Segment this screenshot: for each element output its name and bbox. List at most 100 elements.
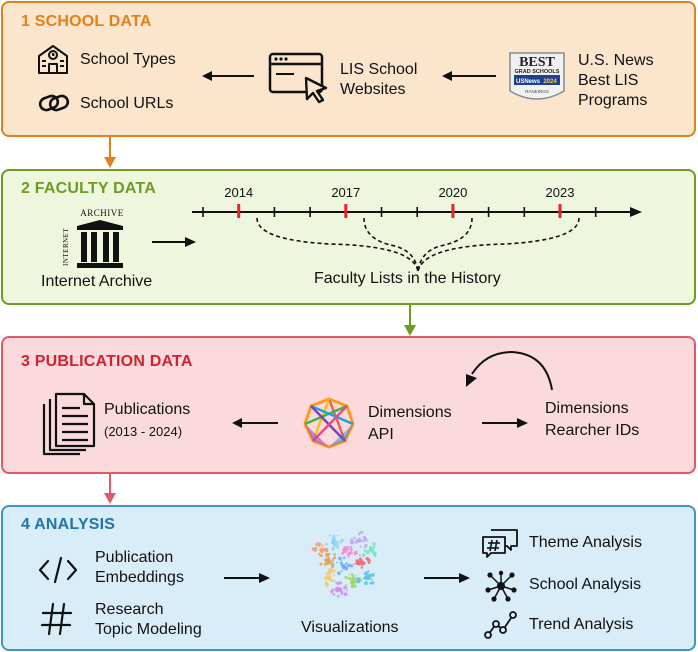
- scatter-point: [331, 547, 335, 551]
- scatter-point: [326, 550, 329, 552]
- scatter-point: [373, 553, 377, 558]
- scatter-point: [325, 557, 329, 562]
- embeddings-line1: Publication: [95, 549, 174, 566]
- arrow-dimensions-to-ids: [482, 418, 528, 428]
- scatter-point: [335, 588, 340, 593]
- scatter-point: [353, 563, 356, 565]
- dimensions-api-line1: Dimensions: [368, 404, 452, 421]
- publication-data-panel: 3 PUBLICATION DATA: [1, 336, 696, 474]
- scatter-point: [350, 541, 355, 545]
- scatter-point: [368, 573, 372, 578]
- scatter-point: [336, 581, 340, 585]
- scatter-point: [330, 589, 334, 594]
- archive-logo-top-text: ARCHIVE: [80, 208, 124, 218]
- lis-websites-line2: Websites: [340, 81, 406, 98]
- scatter-point: [358, 531, 362, 535]
- scatter-point: [328, 560, 333, 565]
- timeline-arrowhead: [630, 207, 642, 217]
- scatter-point: [320, 555, 323, 558]
- badge-rankings-text: RANKINGS: [525, 89, 549, 94]
- scatter-point: [324, 577, 328, 581]
- link-icon: [38, 94, 70, 112]
- researcher-ids-line1: Dimensions: [545, 400, 629, 417]
- scatter-point: [336, 534, 339, 537]
- scatter-point: [334, 542, 336, 544]
- publications-range: (2013 - 2024): [104, 424, 183, 439]
- scatter-point: [363, 545, 367, 549]
- internet-archive-icon: ARCHIVE INTERNET: [62, 208, 124, 268]
- scatter-point: [364, 575, 368, 580]
- scatter-point: [343, 585, 348, 590]
- scatter-point: [336, 594, 340, 598]
- faculty-lists-label: Faculty Lists in the History: [314, 270, 501, 287]
- arrow-websites-to-types: [202, 71, 254, 81]
- scatter-point: [346, 549, 349, 552]
- scatter-point: [332, 574, 336, 577]
- scatter-point: [347, 552, 351, 555]
- scatter-point: [328, 577, 331, 579]
- scatter-point: [317, 542, 322, 546]
- scatter-point: [315, 543, 319, 547]
- scatter-point: [365, 571, 368, 574]
- hashtag-icon: [40, 602, 73, 636]
- scatter-point: [343, 592, 348, 596]
- badge-best-text: BEST: [519, 55, 555, 70]
- school-types-label: School Types: [80, 51, 176, 68]
- scatter-point: [340, 562, 343, 565]
- scatter-point: [333, 579, 336, 583]
- scatter-point: [361, 539, 365, 543]
- school-analysis-label: School Analysis: [529, 576, 642, 593]
- documents-icon: [42, 392, 96, 456]
- timeline-year-label: 2014: [224, 185, 253, 200]
- scatter-point: [337, 571, 341, 575]
- scatter-point: [348, 563, 351, 566]
- scatter-point: [363, 581, 368, 586]
- scatter-point: [345, 566, 348, 569]
- faculty-data-panel: 2 FACULTY DATA: [1, 169, 696, 305]
- scatter-point: [366, 551, 370, 555]
- arrow-to-analyses: [424, 573, 470, 583]
- trend-analysis-label: Trend Analysis: [529, 616, 634, 633]
- publication-data-title: 3 PUBLICATION DATA: [21, 353, 193, 370]
- scatter-point: [324, 542, 328, 546]
- badge-usnews-text: USNews: [516, 79, 541, 85]
- scatter-point: [336, 543, 339, 546]
- scatter-point: [344, 575, 348, 580]
- scatter-point: [324, 581, 328, 585]
- school-data-title: 1 SCHOOL DATA: [21, 13, 152, 30]
- dash-curve-2020: [417, 217, 473, 273]
- school-building-icon: [38, 45, 68, 74]
- scatter-point: [350, 546, 353, 549]
- scatter-point: [356, 576, 358, 579]
- scatter-point: [326, 561, 329, 565]
- trend-icon: [484, 611, 517, 639]
- arrow-dimensions-to-publications: [232, 418, 278, 428]
- scatter-point: [333, 553, 336, 556]
- scatter-point: [341, 551, 345, 555]
- scatter-point: [369, 582, 372, 585]
- timeline-year-label: 2017: [331, 185, 360, 200]
- theme-analysis-label: Theme Analysis: [529, 534, 642, 551]
- topic-line2: Topic Modeling: [95, 621, 202, 638]
- lis-websites-line1: LIS School: [340, 61, 418, 78]
- scatter-point: [347, 576, 351, 580]
- scatter-point: [351, 579, 353, 581]
- scatter-point: [327, 553, 330, 556]
- scatter-point: [350, 573, 354, 577]
- scatter-point: [341, 570, 343, 573]
- scatter-point: [357, 562, 361, 566]
- scatter-point: [336, 545, 340, 549]
- scatter-point: [339, 541, 343, 544]
- browser-cursor-icon: [268, 52, 328, 104]
- arrow-loop-ids-to-api: [466, 350, 553, 391]
- scatter-point: [333, 569, 336, 573]
- school-data-panel: 1 SCHOOL DATA: [1, 1, 696, 137]
- scatter-point: [370, 548, 373, 551]
- topic-line1: Research: [95, 601, 164, 618]
- timeline-year-label: 2020: [438, 185, 467, 200]
- scatter-point: [357, 539, 361, 543]
- scatter-point: [323, 577, 326, 579]
- scatter-point: [371, 573, 375, 577]
- scatter-point: [372, 550, 375, 553]
